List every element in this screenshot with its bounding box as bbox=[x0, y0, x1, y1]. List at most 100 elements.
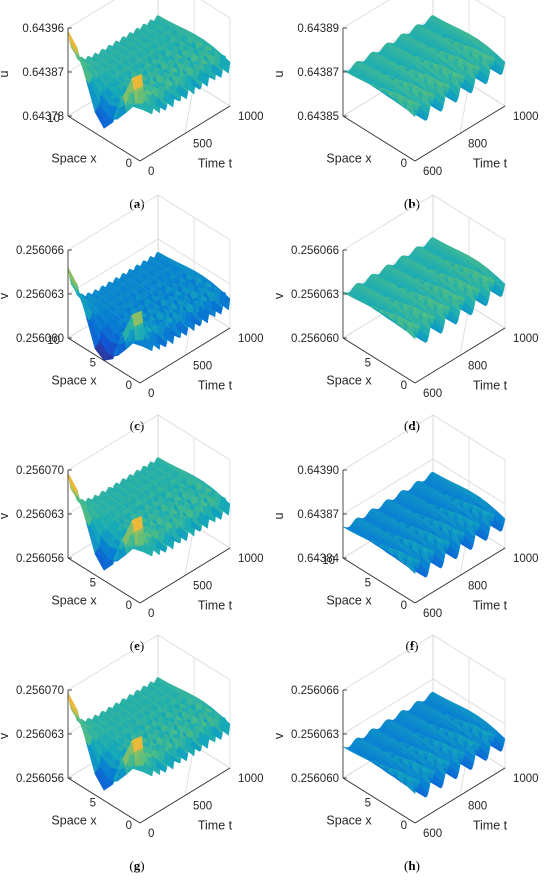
panel-caption: (c) bbox=[130, 418, 144, 433]
t-tick-label: 600 bbox=[423, 828, 442, 840]
t-tick-label: 1000 bbox=[238, 111, 264, 123]
x-tick-label: 0 bbox=[401, 600, 407, 612]
z-tick-label: 0.256056 bbox=[16, 773, 64, 785]
surface-facet bbox=[494, 275, 506, 292]
t-axis-line bbox=[414, 105, 506, 162]
t-axis-label: Time t bbox=[198, 599, 233, 613]
t-tick-label: 800 bbox=[468, 139, 487, 151]
t-axis-line bbox=[414, 547, 506, 604]
panel-caption: (b) bbox=[404, 196, 420, 211]
surface-b bbox=[342, 15, 506, 122]
x-tick-label: 5 bbox=[365, 798, 371, 810]
surface-d bbox=[342, 237, 506, 344]
t-tick-label: 1000 bbox=[513, 773, 539, 785]
t-axis-label: Time t bbox=[198, 379, 233, 393]
x-tick-label: 0 bbox=[401, 380, 407, 392]
x-tick-label: 5 bbox=[90, 578, 96, 590]
surface-facet bbox=[67, 472, 79, 497]
z-tick-label: 0.256063 bbox=[16, 289, 64, 301]
panel-caption: (h) bbox=[404, 858, 420, 873]
x-tick-label: 10 bbox=[47, 335, 60, 347]
x-axis-line bbox=[67, 557, 141, 604]
surface-facet bbox=[67, 692, 79, 717]
t-axis-line bbox=[414, 327, 506, 384]
x-tick-label: 5 bbox=[90, 798, 96, 810]
x-tick-label: 5 bbox=[90, 358, 96, 370]
z-tick-label: 0.256063 bbox=[16, 509, 64, 521]
t-tick-label: 0 bbox=[148, 166, 154, 178]
x-tick-label: 0 bbox=[126, 380, 132, 392]
x-axis-line bbox=[342, 115, 416, 162]
x-axis-line bbox=[342, 557, 416, 604]
t-tick-label: 800 bbox=[468, 361, 487, 373]
x-axis-line bbox=[342, 337, 416, 384]
t-axis-label: Time t bbox=[473, 157, 508, 171]
t-axis-label: Time t bbox=[198, 157, 233, 171]
x-axis-label: Space x bbox=[51, 814, 97, 828]
z-tick-label: 0.64387 bbox=[297, 67, 339, 79]
t-axis-label: Time t bbox=[473, 819, 508, 833]
z-tick-label: 0.256066 bbox=[291, 685, 339, 697]
panel-caption: (e) bbox=[130, 638, 144, 653]
z-axis-label: u bbox=[272, 70, 286, 77]
z-axis-label: v bbox=[272, 732, 286, 739]
surface-facet bbox=[219, 53, 231, 74]
z-tick-label: 0.64396 bbox=[22, 23, 64, 35]
panel-caption: (d) bbox=[404, 418, 420, 433]
x-axis-label: Space x bbox=[51, 152, 97, 166]
x-axis-label: Space x bbox=[326, 814, 372, 828]
t-axis-label: Time t bbox=[198, 819, 233, 833]
t-tick-label: 600 bbox=[423, 166, 442, 178]
t-axis-line bbox=[139, 547, 231, 604]
z-axis-label: v bbox=[0, 732, 11, 739]
z-tick-label: 0.256060 bbox=[291, 333, 339, 345]
panel-caption: (a) bbox=[129, 196, 144, 211]
surface-facet bbox=[494, 729, 506, 747]
t-tick-label: 800 bbox=[468, 801, 487, 813]
x-axis-label: Space x bbox=[326, 594, 372, 608]
surface-facet bbox=[219, 715, 231, 736]
t-tick-label: 1000 bbox=[513, 553, 539, 565]
t-tick-label: 1000 bbox=[238, 553, 264, 565]
t-tick-label: 1000 bbox=[238, 333, 264, 345]
surface-c bbox=[67, 251, 231, 361]
t-tick-label: 0 bbox=[148, 388, 154, 400]
x-tick-label: 0 bbox=[126, 158, 132, 170]
z-tick-label: 0.64387 bbox=[22, 67, 64, 79]
x-axis-label: Space x bbox=[51, 374, 97, 388]
x-axis-label: Space x bbox=[326, 374, 372, 388]
surface-facet bbox=[494, 53, 506, 70]
t-axis-label: Time t bbox=[473, 599, 508, 613]
z-tick-label: 0.256056 bbox=[16, 553, 64, 565]
surface-e bbox=[67, 457, 231, 572]
z-axis-label: u bbox=[0, 70, 11, 77]
z-tick-label: 0.64390 bbox=[297, 465, 339, 477]
z-tick-label: 0.256063 bbox=[291, 729, 339, 741]
x-tick-label: 5 bbox=[365, 578, 371, 590]
z-tick-label: 0.64389 bbox=[297, 23, 339, 35]
z-tick-label: 0.64387 bbox=[297, 509, 339, 521]
z-tick-label: 0.256060 bbox=[291, 773, 339, 785]
x-tick-label: 10 bbox=[47, 113, 60, 125]
x-axis-label: Space x bbox=[326, 152, 372, 166]
t-tick-label: 600 bbox=[423, 608, 442, 620]
t-tick-label: 1000 bbox=[513, 111, 539, 123]
x-axis-line bbox=[342, 777, 416, 824]
t-tick-label: 600 bbox=[423, 388, 442, 400]
t-tick-label: 500 bbox=[193, 361, 212, 373]
t-axis-line bbox=[139, 767, 231, 824]
z-tick-label: 0.256066 bbox=[16, 245, 64, 257]
x-tick-label: 0 bbox=[401, 820, 407, 832]
z-tick-label: 0.256063 bbox=[16, 729, 64, 741]
t-tick-label: 800 bbox=[468, 581, 487, 593]
